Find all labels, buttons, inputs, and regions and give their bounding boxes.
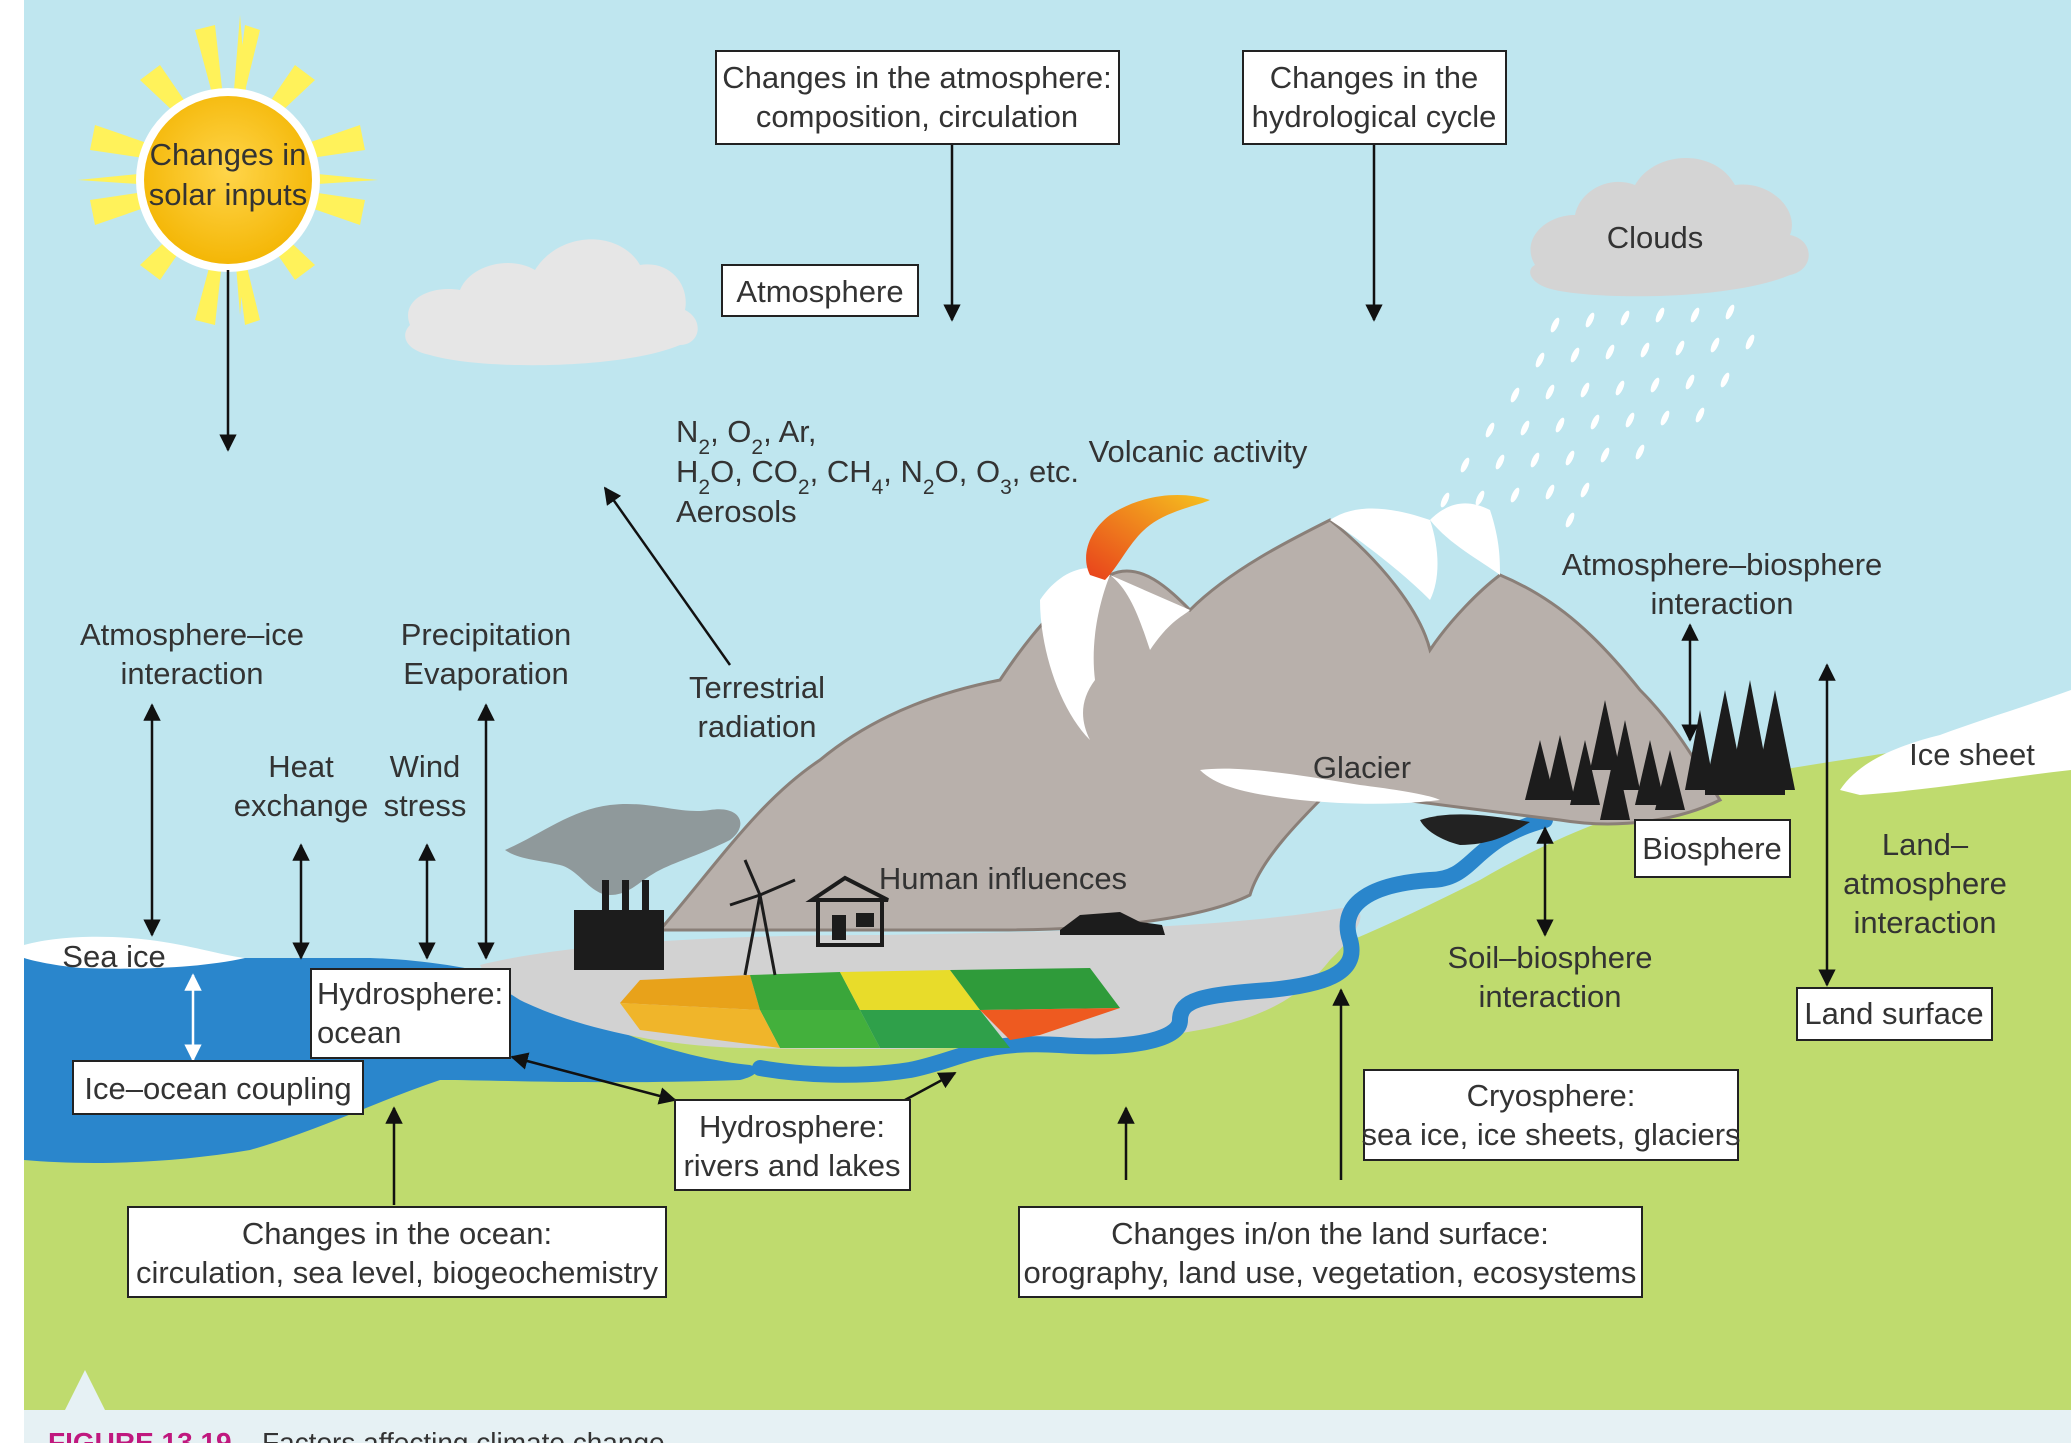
figure-title: Factors affecting climate change (262, 1427, 665, 1443)
volcano-plume (1086, 495, 1210, 580)
atmos-bio-line2: interaction (1650, 586, 1793, 621)
biosphere-label: Biosphere (1642, 831, 1782, 866)
soil-bio-line2: interaction (1478, 979, 1621, 1014)
precip-line1: Precipitation (401, 617, 572, 652)
hydro-ocean-line2: ocean (317, 1015, 401, 1050)
sea-ice-label: Sea ice (62, 939, 165, 974)
ocean-rivers-arrow (510, 1052, 677, 1105)
gases-line3: Aerosols (676, 494, 797, 529)
hydro-rivers-line1: Hydrosphere: (699, 1109, 885, 1144)
hydro-cycle-line2: hydrological cycle (1252, 99, 1497, 134)
farm-fields (620, 968, 1120, 1048)
ocean-changes-line2: circulation, sea level, biogeochemistry (136, 1255, 659, 1290)
atmos-bio-line1: Atmosphere–biosphere (1562, 547, 1883, 582)
terrestrial-line2: radiation (698, 709, 817, 744)
ice-sheet-label: Ice sheet (1909, 737, 2035, 772)
rivers-river-arrow (904, 1071, 957, 1102)
wind-line2: stress (384, 788, 467, 823)
land-changes-line2: orography, land use, vegetation, ecosyst… (1024, 1255, 1637, 1290)
atmosphere-label: Atmosphere (736, 274, 903, 309)
gases-line2: H2O, CO2, CH4, N2O, O3, etc. (676, 454, 1079, 499)
terrestrial-line1: Terrestrial (689, 670, 825, 705)
cryosphere-line1: Cryosphere: (1467, 1078, 1636, 1113)
land-atmos-line3: interaction (1853, 905, 1996, 940)
river (752, 812, 1553, 1083)
rain-icon (1440, 304, 1755, 528)
forest-icon (1525, 680, 1795, 820)
atmos-changes-line1: Changes in the atmosphere: (722, 60, 1111, 95)
land-surface-label: Land surface (1804, 996, 1983, 1031)
factory-icon (574, 880, 664, 970)
wind-line1: Wind (390, 749, 461, 784)
hydro-rivers-line2: rivers and lakes (683, 1148, 900, 1183)
cloud-left-icon (405, 239, 698, 366)
ice-sheet (1840, 690, 2071, 795)
land-changes-line1: Changes in/on the land surface: (1111, 1216, 1549, 1251)
human-influences-label: Human influences (879, 861, 1127, 896)
land-atmos-line1: Land– (1882, 827, 1969, 862)
house-icon (805, 875, 889, 947)
hydro-ocean-line1: Hydrosphere: (317, 976, 503, 1011)
gases-line1: N2, O2, Ar, (676, 414, 817, 459)
solar-label-line1: Changes in (150, 137, 307, 172)
caption-bar (24, 1410, 2071, 1443)
car-icon (1060, 912, 1165, 935)
atmos-ice-line1: Atmosphere–ice (80, 617, 304, 652)
glacier-label: Glacier (1313, 750, 1411, 785)
mountains (656, 503, 1723, 932)
sun-icon (78, 15, 378, 325)
cryosphere-line2: sea ice, ice sheets, glaciers (1361, 1117, 1740, 1152)
label-boxes (72, 50, 1993, 1298)
arrows (143, 144, 1836, 1205)
caption-tab (65, 1370, 105, 1410)
hydro-cycle-line1: Changes in the (1270, 60, 1479, 95)
atmos-ice-line2: interaction (120, 656, 263, 691)
clouds-icon (1530, 157, 1809, 297)
land-atmos-line2: atmosphere (1843, 866, 2007, 901)
precip-line2: Evaporation (403, 656, 568, 691)
atmos-changes-line2: composition, circulation (756, 99, 1078, 134)
heat-line1: Heat (268, 749, 334, 784)
wind-turbine-icon (729, 859, 796, 976)
solar-label-line2: solar inputs (149, 177, 308, 212)
smoke-cloud (505, 803, 741, 895)
volcanic-label: Volcanic activity (1089, 434, 1308, 469)
ice-ocean-label: Ice–ocean coupling (84, 1071, 351, 1106)
figure-number: FIGURE 13.19 (48, 1427, 232, 1443)
heat-line2: exchange (234, 788, 368, 823)
clouds-label: Clouds (1607, 220, 1704, 255)
soil-bio-line1: Soil–biosphere (1447, 940, 1652, 975)
ocean-changes-line1: Changes in the ocean: (242, 1216, 552, 1251)
sea-ice (24, 936, 245, 969)
terrestrial-radiation-arrow (603, 486, 732, 666)
